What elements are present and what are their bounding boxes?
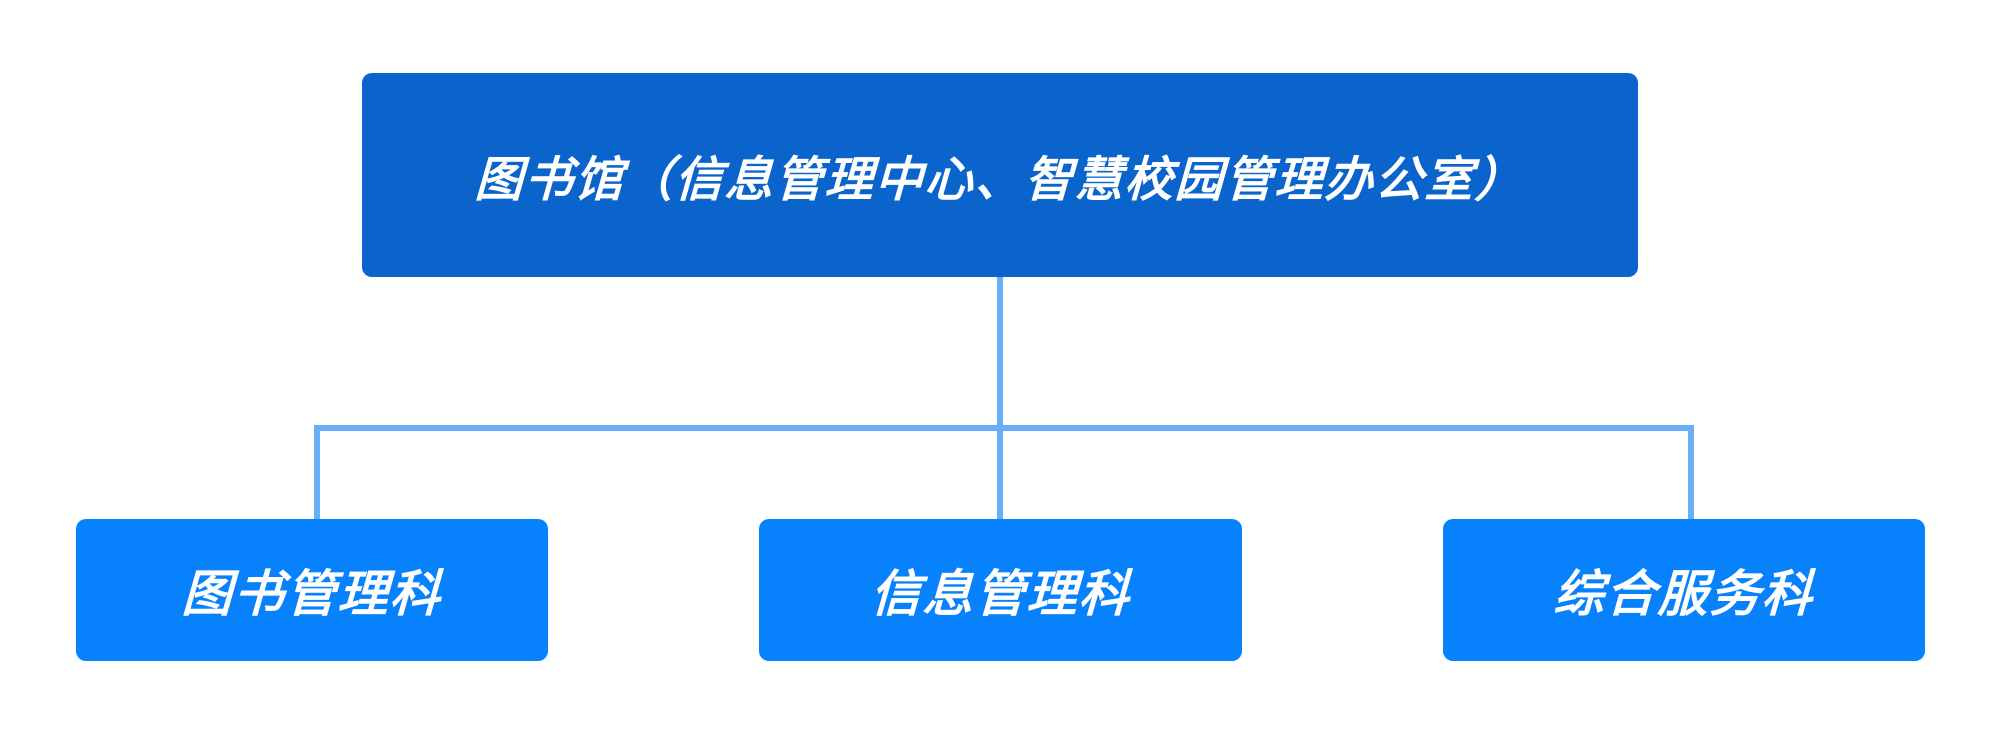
org-node-books-section: 图书管理科 [76, 519, 548, 661]
org-node-books-section-label: 图书管理科 [180, 566, 443, 622]
org-node-root-label: 图书馆（信息管理中心、智慧校园管理办公室） [473, 154, 1526, 207]
connector-drop-right [1688, 425, 1694, 521]
connector-horizontal-bar [314, 425, 1694, 431]
connector-drop-left [314, 425, 320, 521]
org-node-information-section-label: 信息管理科 [869, 566, 1132, 622]
org-node-root: 图书馆（信息管理中心、智慧校园管理办公室） [362, 73, 1638, 277]
connector-root-stem [997, 276, 1003, 521]
org-node-services-section: 综合服务科 [1443, 519, 1925, 661]
org-node-information-section: 信息管理科 [759, 519, 1242, 661]
org-node-services-section-label: 综合服务科 [1552, 566, 1815, 622]
